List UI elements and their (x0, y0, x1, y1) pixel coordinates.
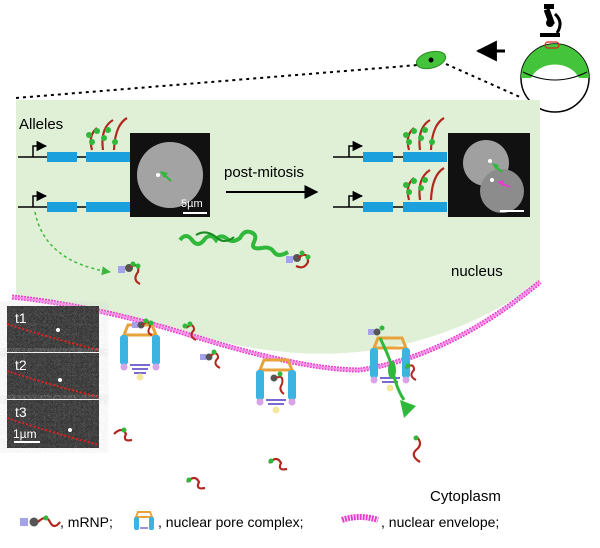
microscope-icon (540, 4, 562, 37)
cell-icon (415, 50, 447, 70)
scale-bar-1um: 1µm (13, 427, 37, 441)
legend-npc-icon (134, 511, 154, 530)
timelapse-panels (6, 306, 100, 448)
legend-npc-text: , nuclear pore complex; (158, 514, 304, 530)
mrnp-docked-2 (182, 321, 197, 341)
mrnp-cyto-3 (268, 457, 288, 471)
nucleus-label: nucleus (451, 263, 503, 280)
mrnp-cyto-4 (412, 435, 422, 463)
allele-active-after-2 (333, 167, 447, 212)
chromatin-strand (178, 229, 290, 257)
t2-label: t2 (15, 357, 27, 373)
mrnp-nuclear-1 (118, 261, 141, 285)
mrnp-nuclear-2 (286, 250, 311, 269)
t3-label: t3 (15, 404, 27, 420)
cytoplasm-label: Cytoplasm (430, 488, 501, 505)
npc-1 (120, 318, 160, 381)
nucleus-micrograph-after (448, 133, 530, 217)
scale-bar-5um: 5µm (181, 198, 203, 210)
zoom-line-right (445, 63, 521, 98)
post-mitosis-label: post-mitosis (224, 164, 304, 181)
legend-envelope-text: , nuclear envelope; (381, 514, 499, 530)
mrnp-docked-1 (200, 349, 221, 369)
legend-mrnp-text: , mRNP; (60, 514, 113, 530)
t1-label: t1 (15, 310, 27, 326)
mrnp-docked-3 (405, 363, 417, 381)
allele-inactive (18, 190, 130, 212)
legend-mrnp-icon (20, 515, 61, 528)
allele-active (18, 117, 130, 162)
mrnp-cyto-2 (186, 476, 206, 490)
legend: , mRNP; , nuclear pore complex; , nuclea… (20, 511, 499, 530)
npc-3 (368, 325, 416, 418)
zoom-line-left (15, 64, 419, 99)
allele-active-after-1 (333, 117, 447, 162)
npc-2 (256, 358, 296, 414)
embryo-icon (520, 41, 590, 113)
alleles-label: Alleles (19, 116, 63, 133)
mrnp-cyto-1 (113, 427, 133, 442)
legend-envelope-icon (341, 514, 379, 523)
nucleus-micrograph-before: 5µm (130, 133, 210, 217)
